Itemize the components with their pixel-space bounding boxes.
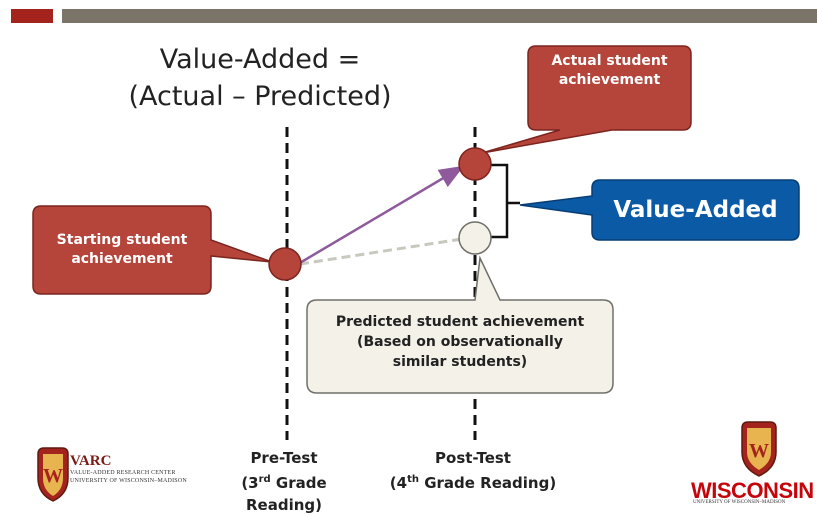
predicted-trajectory xyxy=(299,237,463,266)
predicted-callout-line-3: similar students) xyxy=(392,354,528,370)
starting-point xyxy=(268,247,302,281)
title-accent-bar xyxy=(11,9,53,23)
actual-point xyxy=(458,147,492,181)
formula-line-2: (Actual – Predicted) xyxy=(128,81,392,112)
varc-logo-line-1: VALUE-ADDED RESEARCH CENTER xyxy=(70,470,176,476)
starting-callout-shape xyxy=(32,205,273,295)
actual-callout-shape xyxy=(481,45,692,154)
title-bar xyxy=(62,9,817,23)
difference-bracket xyxy=(491,163,520,239)
actual-achievement-callout: Actual student achievement xyxy=(528,46,691,130)
value-added-callout: Value-Added xyxy=(592,180,799,240)
actual-callout-line-1: Actual student xyxy=(551,53,668,69)
value-added-label: Value-Added xyxy=(613,196,778,223)
starting-callout-line-2: achievement xyxy=(71,251,173,267)
pre-test-title: Pre-Test xyxy=(250,449,318,467)
wisconsin-logo-subtext: UNIVERSITY OF WISCONSIN–MADISON xyxy=(693,500,786,505)
post-test-title: Post-Test xyxy=(435,449,511,467)
predicted-point xyxy=(458,221,492,255)
predicted-achievement-callout: Predicted student achievement (Based on … xyxy=(307,300,613,393)
varc-logo-name: VARC xyxy=(70,453,112,469)
varc-crest-icon: W xyxy=(37,447,69,502)
wisconsin-crest-icon: W xyxy=(741,421,777,477)
varc-logo: VARC VALUE-ADDED RESEARCH CENTER UNIVERS… xyxy=(70,454,187,485)
predicted-callout-line-2: (Based on observationally xyxy=(357,334,563,350)
actual-trajectory-arrow xyxy=(297,165,465,266)
value-added-callout-shape xyxy=(519,179,800,241)
post-test-label: Post-Test (4th Grade Reading) xyxy=(388,447,558,494)
varc-logo-line-2: UNIVERSITY OF WISCONSIN–MADISON xyxy=(70,478,187,484)
predicted-callout-shape xyxy=(306,255,614,394)
predicted-callout-line-1: Predicted student achievement xyxy=(335,314,585,330)
varc-crest-letter: W xyxy=(43,465,63,487)
formula-line-1: Value-Added = xyxy=(159,44,361,75)
starting-achievement-callout: Starting student achievement xyxy=(33,206,211,294)
pre-test-label: Pre-Test (3rd Grade Reading) xyxy=(204,447,364,516)
actual-callout-line-2: achievement xyxy=(558,72,661,88)
wisconsin-logo-text: WISCONSIN xyxy=(691,478,814,503)
pre-test-subtitle: (3rd Grade Reading) xyxy=(241,474,327,514)
post-test-subtitle: (4th Grade Reading) xyxy=(389,474,557,492)
wisconsin-crest-letter: W xyxy=(749,440,769,462)
starting-callout-line-1: Starting student xyxy=(56,232,188,248)
